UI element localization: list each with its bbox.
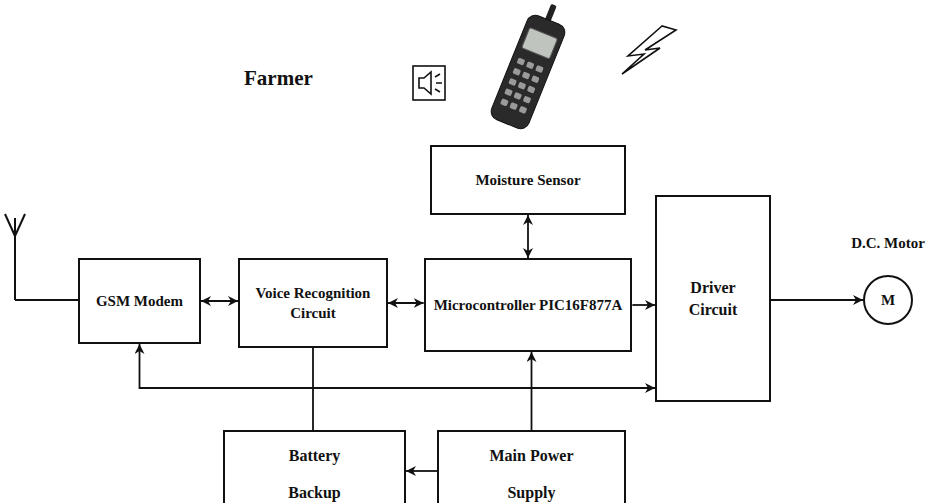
box-label: GSM Modem <box>96 291 183 311</box>
process-box: Voice Recognition Circuit <box>238 258 388 348</box>
controller-box: Microcontroller PIC16F877A <box>424 258 633 352</box>
box-label: Microcontroller PIC16F877A <box>434 295 623 315</box>
box-label: Voice Recognition Circuit <box>253 283 373 324</box>
power-box: Main Power Supply <box>437 430 626 503</box>
signal-connector <box>632 304 655 306</box>
signal-connector <box>201 300 238 302</box>
box-label: M <box>881 290 895 310</box>
motor-label: D.C. Motor <box>851 233 925 253</box>
box-label: Driver Circuit <box>673 277 753 320</box>
actor-label: Farmer <box>244 66 313 91</box>
signal-connector <box>312 348 314 430</box>
box-label: Main Power Supply <box>487 438 577 503</box>
signal-connector <box>388 302 424 304</box>
antenna-symbol <box>5 214 79 300</box>
signal-symbol <box>622 26 676 74</box>
modem-box: GSM Modem <box>78 258 201 344</box>
box-label: Battery Backup <box>270 438 360 503</box>
box-label: Moisture Sensor <box>475 170 580 190</box>
speaker-icon <box>413 66 445 100</box>
driver-box: Driver Circuit <box>655 195 771 402</box>
signal-connector <box>406 470 437 472</box>
mobile-phone <box>488 0 573 131</box>
sensor-box: Moisture Sensor <box>430 145 626 215</box>
signal-connector <box>531 352 533 430</box>
motor-circle: D.C. MotorM <box>863 275 913 325</box>
power-box: Battery Backup <box>223 430 406 503</box>
signal-connector <box>771 299 863 301</box>
signal-connector <box>527 215 529 258</box>
